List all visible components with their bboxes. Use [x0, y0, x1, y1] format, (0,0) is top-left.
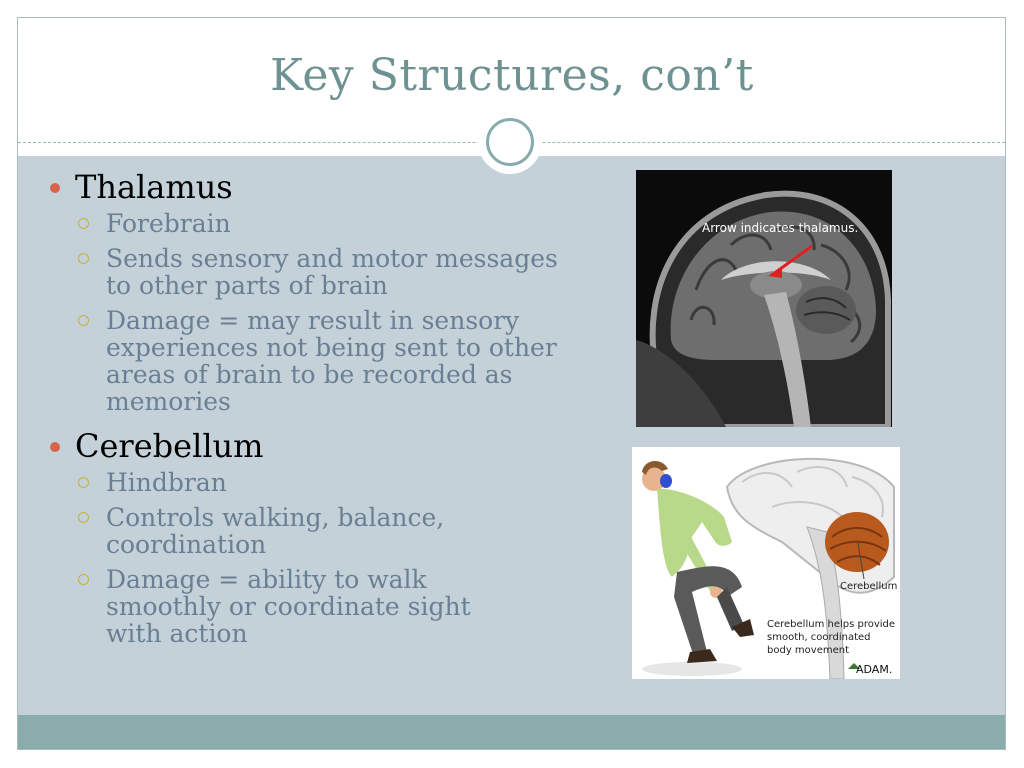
- slide-title: Key Structures, con’t: [270, 50, 754, 101]
- mri-caption: Arrow indicates thalamus.: [702, 221, 858, 235]
- bullet-list: Thalamus Forebrain Sends sensory and mot…: [48, 168, 608, 655]
- sub-bullet-text: Sends sensory and motor messages to othe…: [106, 244, 558, 300]
- cerebellum-graphic: Cerebellum Cerebellum helps provide smoo…: [632, 447, 900, 679]
- ring-bullet-icon: [78, 574, 89, 585]
- sub-bullet-text: Forebrain: [106, 209, 231, 238]
- heading-text: Thalamus: [75, 168, 233, 206]
- ring-bullet-icon: [78, 315, 89, 326]
- mri-scan-graphic: Arrow indicates thalamus.: [636, 170, 892, 427]
- heading-text: Cerebellum: [75, 427, 264, 465]
- ring-bullet-icon: [78, 218, 89, 229]
- ring-bullet-icon: [78, 512, 89, 523]
- sub-bullet-text: Damage = ability to walk smoothly or coo…: [106, 565, 471, 648]
- sub-bullet: Sends sensory and motor messages to othe…: [48, 245, 566, 299]
- sub-bullet: Forebrain: [48, 210, 566, 237]
- ring-bullet-icon: [78, 253, 89, 264]
- slide-footer-bar: [18, 715, 1005, 749]
- sub-bullet: Damage = ability to walk smoothly or coo…: [48, 566, 526, 647]
- sub-bullet: Controls walking, balance, coordination: [48, 504, 506, 558]
- illustration-caption-line-2: smooth, coordinated: [767, 632, 871, 643]
- cerebellum-label: Cerebellum: [840, 581, 897, 592]
- sub-bullet: Damage = may result in sensory experienc…: [48, 307, 566, 415]
- bullet-heading-cerebellum: Cerebellum: [48, 427, 608, 465]
- bullet-heading-thalamus: Thalamus: [48, 168, 608, 206]
- sub-bullet-text: Damage = may result in sensory experienc…: [106, 306, 557, 416]
- bullet-dot-icon: [50, 442, 60, 452]
- illustration-caption-line-1: Cerebellum helps provide: [767, 619, 895, 630]
- ring-bullet-icon: [78, 477, 89, 488]
- sub-bullet-text: Controls walking, balance, coordination: [106, 503, 445, 559]
- sub-bullet-text: Hindbran: [106, 468, 227, 497]
- bullet-dot-icon: [50, 183, 60, 193]
- adam-logo-text: ADAM.: [856, 663, 892, 676]
- cerebellum-illustration: Cerebellum Cerebellum helps provide smoo…: [632, 447, 900, 679]
- illustration-caption-line-3: body movement: [767, 645, 849, 656]
- mri-brain-image: Arrow indicates thalamus.: [636, 170, 892, 427]
- sub-bullet: Hindbran: [48, 469, 566, 496]
- divider-ring-icon: [486, 118, 534, 166]
